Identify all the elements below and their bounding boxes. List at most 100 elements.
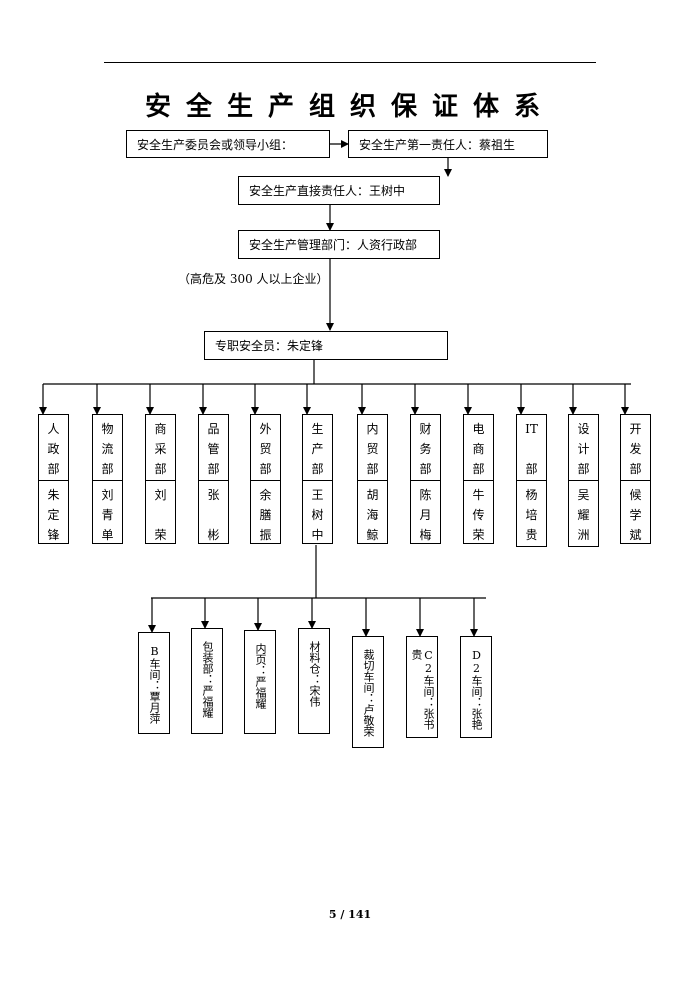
department-box: 物流部刘青单 <box>92 414 123 544</box>
department-name-char: 商 <box>472 442 485 456</box>
management-dept-box: 安全生产管理部门：人资行政部 <box>238 230 440 259</box>
department-name-char: 贸 <box>259 442 272 456</box>
department-person: 王树中 <box>303 481 332 545</box>
header-rule <box>104 62 596 63</box>
department-box: 外贸部余膳振 <box>250 414 281 544</box>
department-name-char: 部 <box>366 462 379 476</box>
department-person-char: 树 <box>311 508 324 522</box>
department-box: 财务部陈月梅 <box>410 414 441 544</box>
department-name-char: 部 <box>259 462 272 476</box>
department-box: 品管部张 彬 <box>198 414 229 544</box>
department-person-char: 梅 <box>419 528 432 542</box>
workshop-box: 内页：严福耀 <box>244 630 276 734</box>
workshop-label: 裁切车间：卢敬荣 <box>362 649 375 737</box>
department-person-char: 学 <box>629 508 642 522</box>
first-responsible-label: 安全生产第一责任人：蔡祖生 <box>359 137 516 152</box>
department-name-char: 部 <box>577 462 590 476</box>
department-name-char: 贸 <box>366 442 379 456</box>
department-name-char: 电 <box>472 422 485 436</box>
department-name-char: 部 <box>311 462 324 476</box>
department-person-char: 鲸 <box>366 528 379 542</box>
workshop-box: B车间：覃月萍 <box>138 632 170 734</box>
safety-officer-label: 专职安全员：朱定锋 <box>215 339 324 353</box>
department-box: 开发部候学斌 <box>620 414 651 544</box>
enterprise-note: （高危及 300 人以上企业） <box>178 272 329 286</box>
department-name-char: 部 <box>419 462 432 476</box>
department-person: 杨培贵 <box>517 481 546 545</box>
department-box: 内贸部胡海鲸 <box>357 414 388 544</box>
department-person: 陈月梅 <box>411 481 440 545</box>
department-person-char: 传 <box>472 508 485 522</box>
department-name: 设计部 <box>569 415 598 481</box>
department-person-char: 膳 <box>259 508 272 522</box>
first-responsible-box: 安全生产第一责任人：蔡祖生 <box>348 130 548 158</box>
department-person-char: 余 <box>259 488 272 502</box>
department-person-char: 培 <box>525 508 538 522</box>
department-person: 刘青单 <box>93 481 122 545</box>
department-name-char: 流 <box>101 442 114 456</box>
department-person-char: 杨 <box>525 488 538 502</box>
department-name-char: 物 <box>101 422 114 436</box>
department-name-char: 采 <box>154 442 167 456</box>
department-person-char: 朱 <box>47 488 60 502</box>
department-person-char: 候 <box>629 488 642 502</box>
department-name-char: IT <box>525 422 538 436</box>
department-person-char: 彬 <box>207 528 220 542</box>
department-person-char: 陈 <box>419 488 432 502</box>
department-person: 刘 荣 <box>146 481 175 545</box>
department-name-char: 商 <box>154 422 167 436</box>
department-name-char: 人 <box>47 422 60 436</box>
department-name: IT 部 <box>517 415 546 481</box>
department-person-char: 定 <box>47 508 60 522</box>
department-person: 胡海鲸 <box>358 481 387 545</box>
workshop-label: B车间：覃月萍 <box>148 645 161 724</box>
workshop-box: D2车间：张艳 <box>460 636 492 738</box>
department-name-char: 产 <box>311 442 324 456</box>
department-person-char: 青 <box>101 508 114 522</box>
department-box: 商采部刘 荣 <box>145 414 176 544</box>
department-person: 张 彬 <box>199 481 228 545</box>
department-name-char: 部 <box>101 462 114 476</box>
department-box: 人政部朱定锋 <box>38 414 69 544</box>
workshop-box: 材料仓：宋伟 <box>298 628 330 734</box>
department-person-char: 胡 <box>366 488 379 502</box>
department-person-char: 荣 <box>154 528 167 542</box>
department-name: 财务部 <box>411 415 440 481</box>
department-person: 候学斌 <box>621 481 650 545</box>
department-name-char <box>530 439 534 459</box>
department-name: 品管部 <box>199 415 228 481</box>
department-person: 牛传荣 <box>464 481 493 545</box>
management-dept-label: 安全生产管理部门：人资行政部 <box>249 238 418 252</box>
workshop-label: C2车间：张书贵 <box>410 649 435 730</box>
department-name: 内贸部 <box>358 415 387 481</box>
department-person-char: 月 <box>419 508 432 522</box>
department-name-char: 开 <box>629 422 642 436</box>
workshop-box: 裁切车间：卢敬荣 <box>352 636 384 748</box>
department-person-char: 荣 <box>472 528 485 542</box>
department-person-char: 刘 <box>101 488 114 502</box>
department-person: 余膳振 <box>251 481 280 545</box>
department-name-char: 品 <box>207 422 220 436</box>
safety-officer-box: 专职安全员：朱定锋 <box>204 331 448 360</box>
workshop-box: 包装部：严福耀 <box>191 628 223 734</box>
department-person-char: 振 <box>259 528 272 542</box>
department-name-char: 外 <box>259 422 272 436</box>
department-name-char: 部 <box>629 462 642 476</box>
department-name-char: 务 <box>419 442 432 456</box>
department-person: 朱定锋 <box>39 481 68 545</box>
committee-box: 安全生产委员会或领导小组： <box>126 130 330 158</box>
department-person-char <box>159 505 163 525</box>
page-title: 安全生产组织保证体系 <box>144 92 555 122</box>
department-box: 生产部王树中 <box>302 414 333 544</box>
department-name-char: 部 <box>525 462 538 476</box>
workshop-label: 内页：严福耀 <box>254 643 267 709</box>
department-person-char: 洲 <box>577 528 590 542</box>
department-name: 开发部 <box>621 415 650 481</box>
workshop-label: D2车间：张艳 <box>470 649 483 730</box>
department-name-char: 生 <box>311 422 324 436</box>
department-name: 外贸部 <box>251 415 280 481</box>
department-person-char: 中 <box>311 528 324 542</box>
department-person-char: 单 <box>101 528 114 542</box>
department-name-char: 管 <box>207 442 220 456</box>
